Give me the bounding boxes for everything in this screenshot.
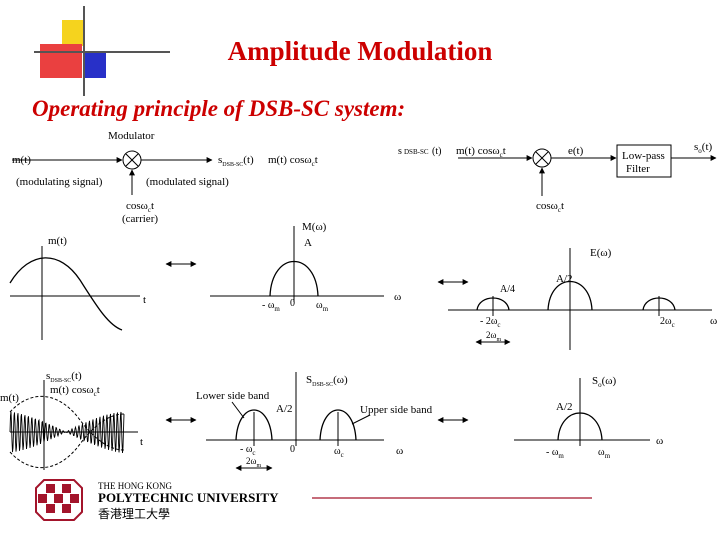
demod-input-label: DSB-SC: [404, 148, 429, 156]
demod-input-arg: (t): [432, 146, 441, 157]
demod-input-signal: s: [398, 146, 402, 157]
polyu-emblem-icon: [35, 479, 83, 521]
output-spectrum-pos-tick: ωm: [598, 447, 611, 460]
slide-subtitle: Operating principle of DSB-SC system:: [32, 96, 406, 121]
modulated-spectrum-zero: 0: [290, 444, 295, 455]
modulator-output-caption: (modulated signal): [146, 176, 229, 188]
output-spectrum-peak: A/2: [556, 401, 573, 413]
deco-blue-square: [84, 52, 106, 78]
logo-line-2: POLYTECHNIC UNIVERSITY: [98, 490, 279, 505]
logo-line-3: 香港理工大學: [98, 507, 170, 521]
lower-side-band-pointer: [231, 401, 245, 419]
output-spectrum-axis-label: ω: [656, 435, 663, 447]
modulated-spectrum-neg-note: 2ωm: [246, 456, 261, 469]
lower-side-band-label: Lower side band: [196, 390, 270, 402]
message-spectrum-plot: M(ω) A - ωm 0 ωm ω: [210, 221, 401, 313]
message-time-xlabel: t: [143, 294, 146, 306]
message-spectrum-peak: A: [304, 237, 312, 249]
lowpass-filter-label-1: Low-pass: [622, 150, 665, 162]
modulator-heading: Modulator: [108, 130, 155, 142]
modulated-spectrum-plot: SDSB-SC(ω) Lower side band Upper side ba…: [196, 372, 433, 471]
message-time-ylabel: m(t): [48, 235, 67, 247]
mixer-pos-tick: 2ωc: [660, 316, 675, 329]
modulated-time-ylabel-top: sDSB-SC(t): [46, 370, 82, 384]
message-time-plot: m(t) t: [9, 235, 146, 340]
modulated-time-plot: sDSB-SC(t) m(t) cosωct m(t) t: [0, 370, 143, 470]
modulator-input-label: m(t): [12, 154, 31, 166]
modulated-carrier-path: [9, 411, 125, 454]
demod-mixer-icon: [532, 148, 552, 168]
deco-red-square: [40, 44, 82, 78]
message-spectrum-axis-label: ω: [394, 291, 401, 303]
mixer-spectrum-title: E(ω): [590, 247, 612, 259]
lowpass-filter-label-2: Filter: [626, 163, 650, 175]
demod-input-expression: m(t) cosωct: [456, 145, 506, 159]
mixer-center-band: [547, 281, 593, 311]
modulated-time-ylabel-bottom: m(t) cosωct: [50, 384, 100, 398]
mixer-neg-tick: - 2ωc: [480, 316, 501, 329]
message-spectrum-neg-tick: - ωm: [262, 300, 280, 313]
modulated-spectrum-title: SDSB-SC(ω): [306, 374, 348, 388]
mixer-spectrum-plot: E(ω) A/2 A/4 - 2ωc 2ωm 2ωc ω: [448, 247, 717, 350]
output-spectrum-neg-tick: - ωm: [546, 447, 564, 460]
output-spectrum-curve: [557, 412, 603, 441]
modulated-envelope-lower: [9, 413, 125, 468]
modulated-spectrum-peak: A/2: [276, 403, 293, 415]
output-spectrum-title: So(ω): [592, 375, 617, 389]
modulated-envelope-label: m(t): [0, 392, 19, 404]
modulator-block: Modulator m(t) (modulating signal) sDSB-…: [12, 130, 318, 225]
modulator-carrier-caption: (carrier): [122, 213, 158, 225]
modulated-envelope-upper: [9, 396, 125, 451]
mixer-side-peak: A/4: [500, 284, 515, 295]
output-spectrum-plot: So(ω) A/2 - ωm ωm ω: [514, 375, 663, 460]
modulator-output-label: sDSB-SC(t): [218, 154, 254, 168]
modulated-spectrum-neg-tick: - ωc: [240, 444, 256, 457]
demod-carrier-label: cosωct: [536, 200, 564, 214]
modulated-upper-band: [319, 409, 357, 441]
logo-line-1: THE HONG KONG: [98, 481, 172, 491]
modulator-carrier-label: cosωct: [126, 200, 154, 214]
polyu-logo: THE HONG KONG POLYTECHNIC UNIVERSITY 香港理…: [35, 479, 592, 521]
mixer-center-peak: A/2: [556, 273, 573, 285]
modulated-spectrum-axis-label: ω: [396, 445, 403, 457]
modulated-lower-band: [235, 409, 273, 441]
message-waveform: [9, 257, 123, 331]
message-spectrum-curve: [269, 260, 319, 297]
message-spectrum-zero: 0: [290, 298, 295, 309]
modulated-spectrum-pos-tick: ωc: [334, 446, 344, 459]
modulated-carrier-wave: [9, 411, 125, 454]
deco-yellow-square: [62, 20, 84, 46]
upper-side-band-label: Upper side band: [360, 404, 433, 416]
message-spectrum-pos-tick: ωm: [316, 300, 329, 313]
message-spectrum-title: M(ω): [302, 221, 327, 233]
modulator-mixer-icon: [122, 150, 142, 170]
mixer-neg-note: 2ωm: [486, 330, 501, 343]
modulator-input-caption: (modulating signal): [16, 176, 103, 188]
slide-title: Amplitude Modulation: [227, 36, 493, 66]
demod-mixer-output-label: e(t): [568, 145, 584, 157]
upper-side-band-pointer: [351, 414, 371, 425]
modulated-time-xlabel: t: [140, 436, 143, 448]
modulator-output-expression: m(t) cosωct: [268, 154, 318, 168]
demod-output-label: so(t): [694, 141, 713, 155]
lowpass-filter-box: [616, 144, 672, 178]
mixer-spectrum-axis-label: ω: [710, 315, 717, 327]
demodulator-block: DSB-SC s (t) m(t) cosωct e(t) Low-pass F…: [398, 141, 717, 214]
